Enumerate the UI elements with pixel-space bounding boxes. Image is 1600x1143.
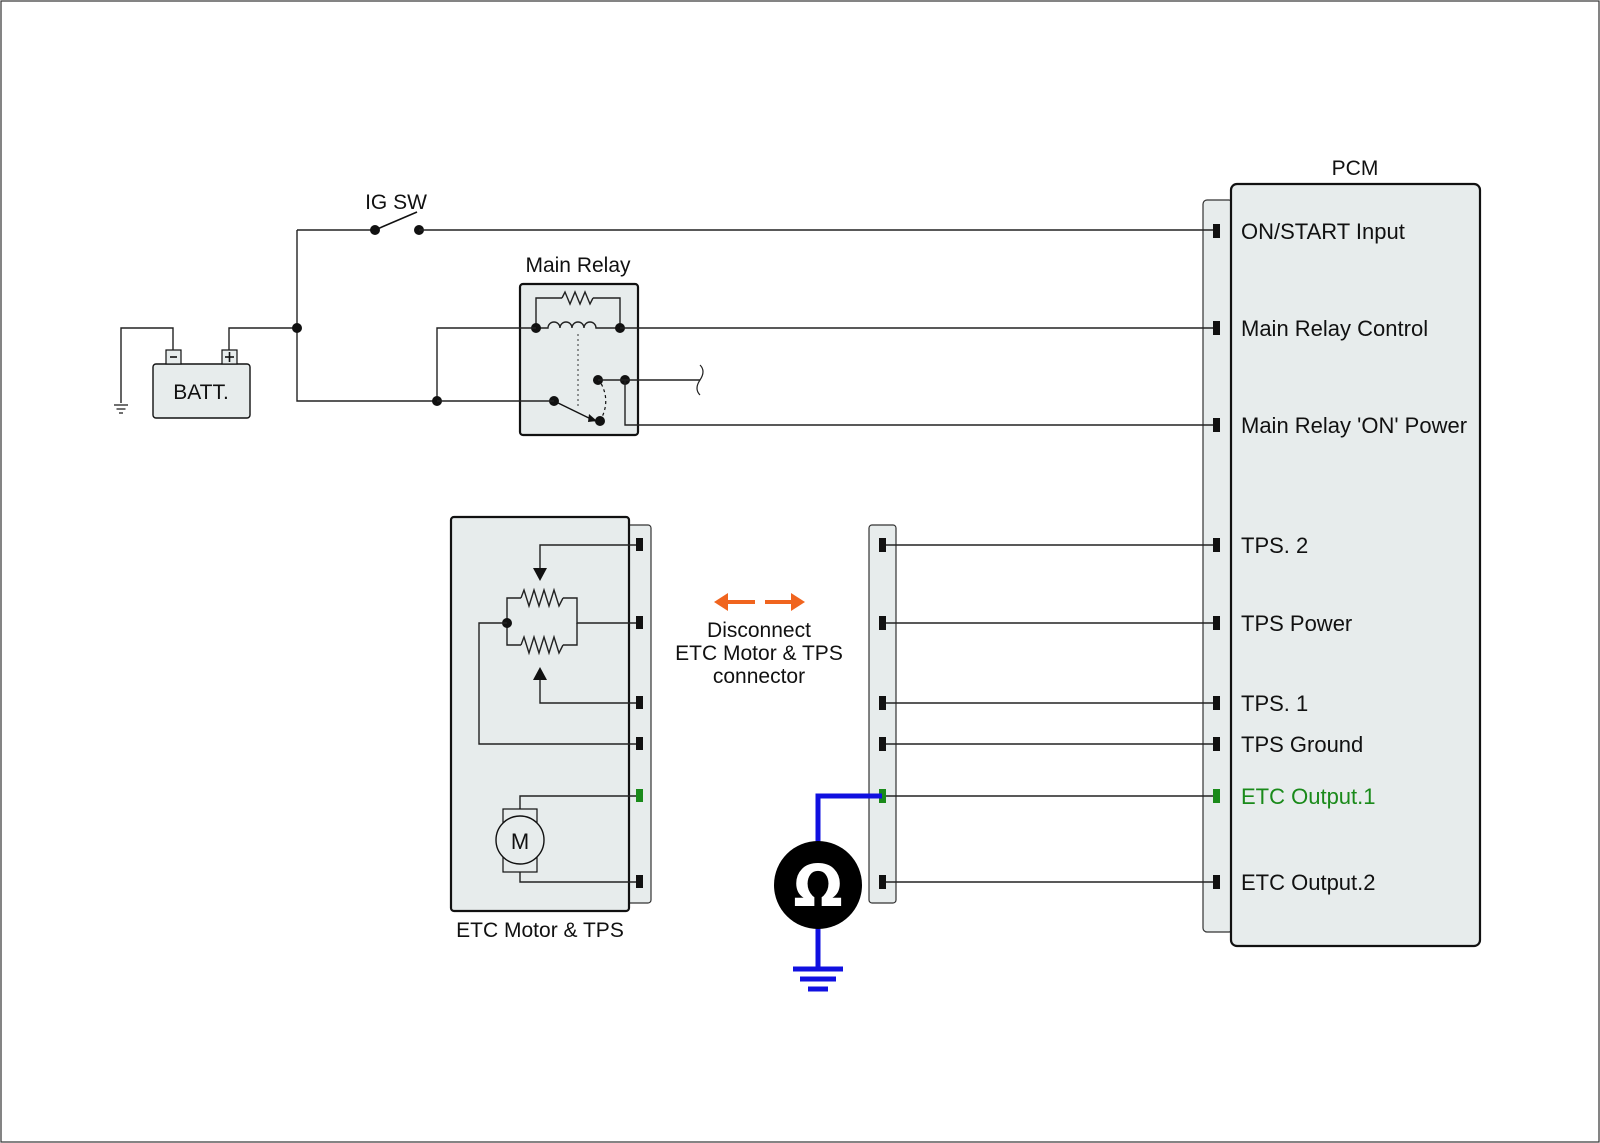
tps-power-wire-2: [563, 623, 578, 646]
pcm-pin-label: ETC Output.2: [1241, 870, 1376, 895]
motor-icon: [495, 815, 545, 865]
ignition-switch-label: IG SW: [365, 191, 427, 214]
harness-pin: [879, 538, 886, 552]
switch-blade: [374, 211, 418, 231]
coil-icon: [536, 321, 620, 329]
instruction-line-1: Disconnect: [707, 619, 811, 642]
tps2-wiper-wire: [539, 544, 636, 570]
pcm-pin-etc-output-1: ETC Output.1: [1213, 784, 1376, 809]
harness-connector: [868, 524, 897, 904]
pcm-pin-label: Main Relay Control: [1241, 316, 1428, 341]
pcm-box: [1229, 182, 1482, 948]
pin-terminal: [1213, 737, 1220, 751]
pcm-title: PCM: [1332, 157, 1379, 180]
relay-switch-blade: [553, 400, 596, 422]
main-relay-on-power-wire: [624, 380, 1213, 426]
pin-terminal: [1213, 616, 1220, 630]
wiper-arrow-up-icon: [533, 667, 547, 680]
instruction-line-3: connector: [713, 665, 805, 688]
relay-resistor-lead: [535, 297, 562, 328]
pcm-pin-main-relay-control: Main Relay Control: [1213, 316, 1428, 341]
disconnect-instruction: Disconnect ETC Motor & TPS connector: [675, 593, 843, 688]
ground-icon: [793, 966, 843, 992]
harness-pin: [879, 737, 886, 751]
pcm-pin-tps2: TPS. 2: [1213, 533, 1308, 558]
battery-ground-wire: [120, 327, 174, 403]
tps1-wiper-wire: [539, 680, 636, 704]
battery-label: BATT.: [173, 381, 229, 404]
wiper-arrow-down-icon: [533, 568, 547, 581]
instruction-line-2: ETC Motor & TPS: [675, 642, 843, 665]
etc-pin: [636, 696, 643, 709]
pcm-module: PCM ON/START Input Main Relay Control Ma…: [1202, 157, 1482, 948]
double-arrow-icon: [714, 593, 805, 611]
harness-pin: [879, 696, 886, 710]
motor-symbol: M: [511, 829, 529, 854]
probe-wire: [815, 793, 882, 845]
pcm-pin-label: TPS Ground: [1241, 732, 1363, 757]
resistor-icon: [561, 290, 594, 306]
motor-wire-2: [519, 872, 636, 883]
motor-wire-1: [519, 795, 636, 810]
ignition-switch: IG SW: [297, 191, 427, 235]
resistor-icon: [520, 634, 564, 656]
main-relay-label: Main Relay: [525, 254, 631, 277]
pin-terminal: [1213, 224, 1220, 238]
pcm-pin-label: ON/START Input: [1241, 219, 1405, 244]
battery-positive-wire: [228, 327, 297, 350]
wire-break-icon: [696, 364, 704, 396]
battery: BATT.: [152, 349, 251, 419]
main-relay-box: [518, 282, 640, 437]
pcm-pin-tps-power: TPS Power: [1213, 611, 1352, 636]
pin-terminal-highlight: [1213, 789, 1220, 803]
etc-pin: [636, 616, 643, 629]
ohm-symbol: Ω: [793, 852, 842, 920]
pin-terminal: [1213, 875, 1220, 889]
relay-switch-arrow: [588, 414, 597, 422]
pcm-pin-etc-output-2: ETC Output.2: [1213, 870, 1376, 895]
tps-common-wire-2: [506, 623, 521, 646]
ohmmeter: Ω: [774, 793, 882, 992]
pcm-pin-main-relay-on-power: Main Relay 'ON' Power: [1213, 413, 1467, 438]
etc-module-label: ETC Motor & TPS: [456, 919, 624, 942]
harness-pin: [879, 616, 886, 630]
pin-terminal: [1213, 321, 1220, 335]
pin-terminal: [1213, 696, 1220, 710]
pin-terminal: [1213, 418, 1220, 432]
junction-dot: [292, 323, 302, 333]
ground-icon: [114, 404, 128, 414]
battery-body: [152, 363, 251, 419]
pcm-pin-tps-ground: TPS Ground: [1213, 732, 1363, 757]
resistor-icon: [520, 587, 564, 609]
pcm-pin-label-highlight: ETC Output.1: [1241, 784, 1376, 809]
harness-pin: [879, 875, 886, 889]
harness-connector-body: [868, 524, 897, 904]
etc-pin-highlight: [636, 789, 643, 802]
ohmmeter-icon: [774, 841, 862, 929]
tps-common-wire: [506, 597, 521, 623]
pcm-pin-label: TPS. 2: [1241, 533, 1308, 558]
etc-box: [449, 515, 631, 913]
pcm-pin-label: Main Relay 'ON' Power: [1241, 413, 1467, 438]
etc-pin: [636, 875, 643, 888]
tps-power-wire: [563, 597, 636, 624]
pcm-pin-label: TPS Power: [1241, 611, 1352, 636]
harness-pin-highlight: [879, 789, 886, 803]
tps-ground-wire: [478, 622, 636, 745]
relay-coil-feed-wire: [436, 327, 536, 401]
pcm-pin-tps1: TPS. 1: [1213, 691, 1308, 716]
pcm-pin-on-start: ON/START Input: [1213, 219, 1405, 244]
etc-pin: [636, 737, 643, 750]
etc-motor-tps: ETC Motor & TPS M: [449, 515, 652, 942]
main-relay: Main Relay: [518, 254, 640, 437]
pin-terminal: [1213, 538, 1220, 552]
pcm-pin-label: TPS. 1: [1241, 691, 1308, 716]
relay-resistor-lead: [593, 297, 621, 328]
etc-pin: [636, 538, 643, 551]
pcm-connector: [1202, 199, 1234, 933]
bus-wire: [296, 230, 437, 402]
